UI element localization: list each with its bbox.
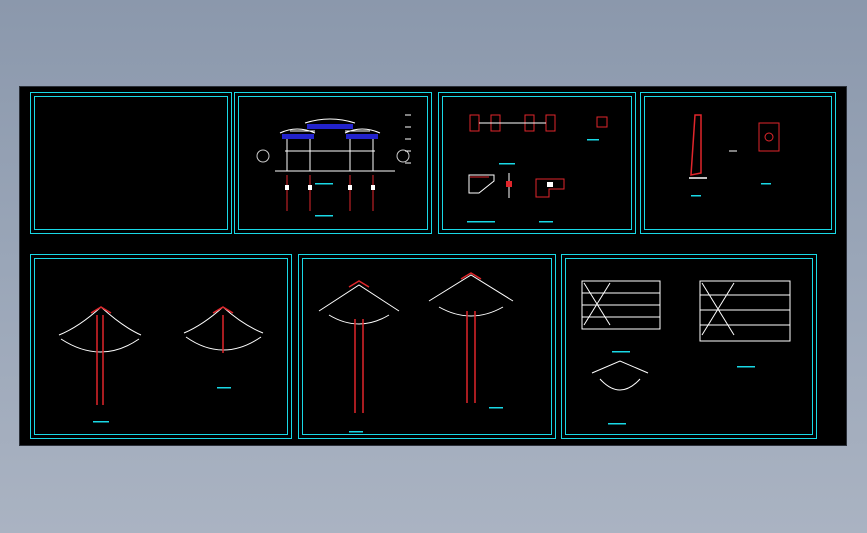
column-elevation [689, 114, 707, 179]
roof-section-b-right [428, 274, 514, 317]
sheet-1-frame[interactable] [30, 92, 232, 234]
column-detail-drawing [689, 114, 780, 197]
roof-section-a-drawing [58, 306, 264, 423]
sheet-7-inner-border [565, 258, 813, 435]
bracket-detail-left [468, 174, 495, 194]
sheet-2-caption-lower [315, 215, 333, 217]
joint-details-drawing [467, 114, 608, 223]
bracket-detail-right [535, 178, 565, 198]
joint-row [469, 114, 556, 132]
sheet-2-inner-border [238, 96, 428, 230]
bracket-detail-mid [506, 173, 512, 198]
sheet-4-caption-1 [691, 195, 701, 197]
sheet-7-caption-1 [612, 351, 630, 353]
sheet-2-frame[interactable] [234, 92, 432, 234]
column-section [758, 122, 780, 152]
paifang-pillars [275, 139, 395, 172]
sheet-2-caption-upper [315, 183, 333, 185]
sheet-4-frame[interactable] [640, 92, 836, 234]
sheet-3-frame[interactable] [438, 92, 636, 234]
foundation-markers [285, 185, 375, 190]
sheet-3-inner-border [442, 96, 632, 230]
drawing-canvas[interactable] [20, 87, 846, 445]
sheet-4-inner-border [644, 96, 832, 230]
sheet-6-frame[interactable] [298, 254, 556, 439]
roof-section-b-drawing [318, 272, 514, 433]
sheet-5-caption-1 [93, 421, 109, 423]
roof-section-b-left [318, 284, 400, 325]
dimension-ticks [405, 114, 411, 164]
sheet-5-inner-border [34, 258, 288, 435]
sheet-3-caption-3 [467, 221, 495, 223]
sheet-5-caption-2 [217, 387, 231, 389]
sheet-7-caption-2 [737, 366, 755, 368]
paifang-roof-tiles [282, 124, 378, 139]
roof-section-left-frame [90, 306, 112, 405]
foundation-lines [286, 175, 374, 211]
sheet-3-caption-2 [587, 139, 599, 141]
roof-section-right-frame [212, 306, 234, 353]
sheet-1-inner-border [34, 96, 228, 230]
sheet-6-caption-2 [489, 407, 503, 409]
sheet-7-caption-3 [608, 423, 626, 425]
bracket-plan-right [699, 280, 791, 342]
paifang-roofs [279, 118, 381, 134]
joint-detail-small [596, 116, 608, 128]
paifang-elevation-drawing [256, 114, 411, 217]
sheet-4-caption-2 [761, 183, 771, 185]
bracket-section-bottom [591, 360, 649, 391]
sheet-3-caption-4 [539, 221, 553, 223]
sheet-6-caption-1 [349, 431, 363, 433]
sheet-7-frame[interactable] [561, 254, 817, 439]
sheet-6-inner-border [302, 258, 552, 435]
sheet-5-frame[interactable] [30, 254, 292, 439]
bracket-plan-left [581, 280, 661, 330]
roof-section-b-left-frame [348, 280, 370, 413]
bracket-plans-drawing [581, 280, 791, 425]
roof-section-b-right-frame [460, 272, 482, 403]
roof-section-left [58, 306, 142, 353]
sheet-3-caption-1 [499, 163, 515, 165]
tree-symbols [256, 149, 410, 163]
